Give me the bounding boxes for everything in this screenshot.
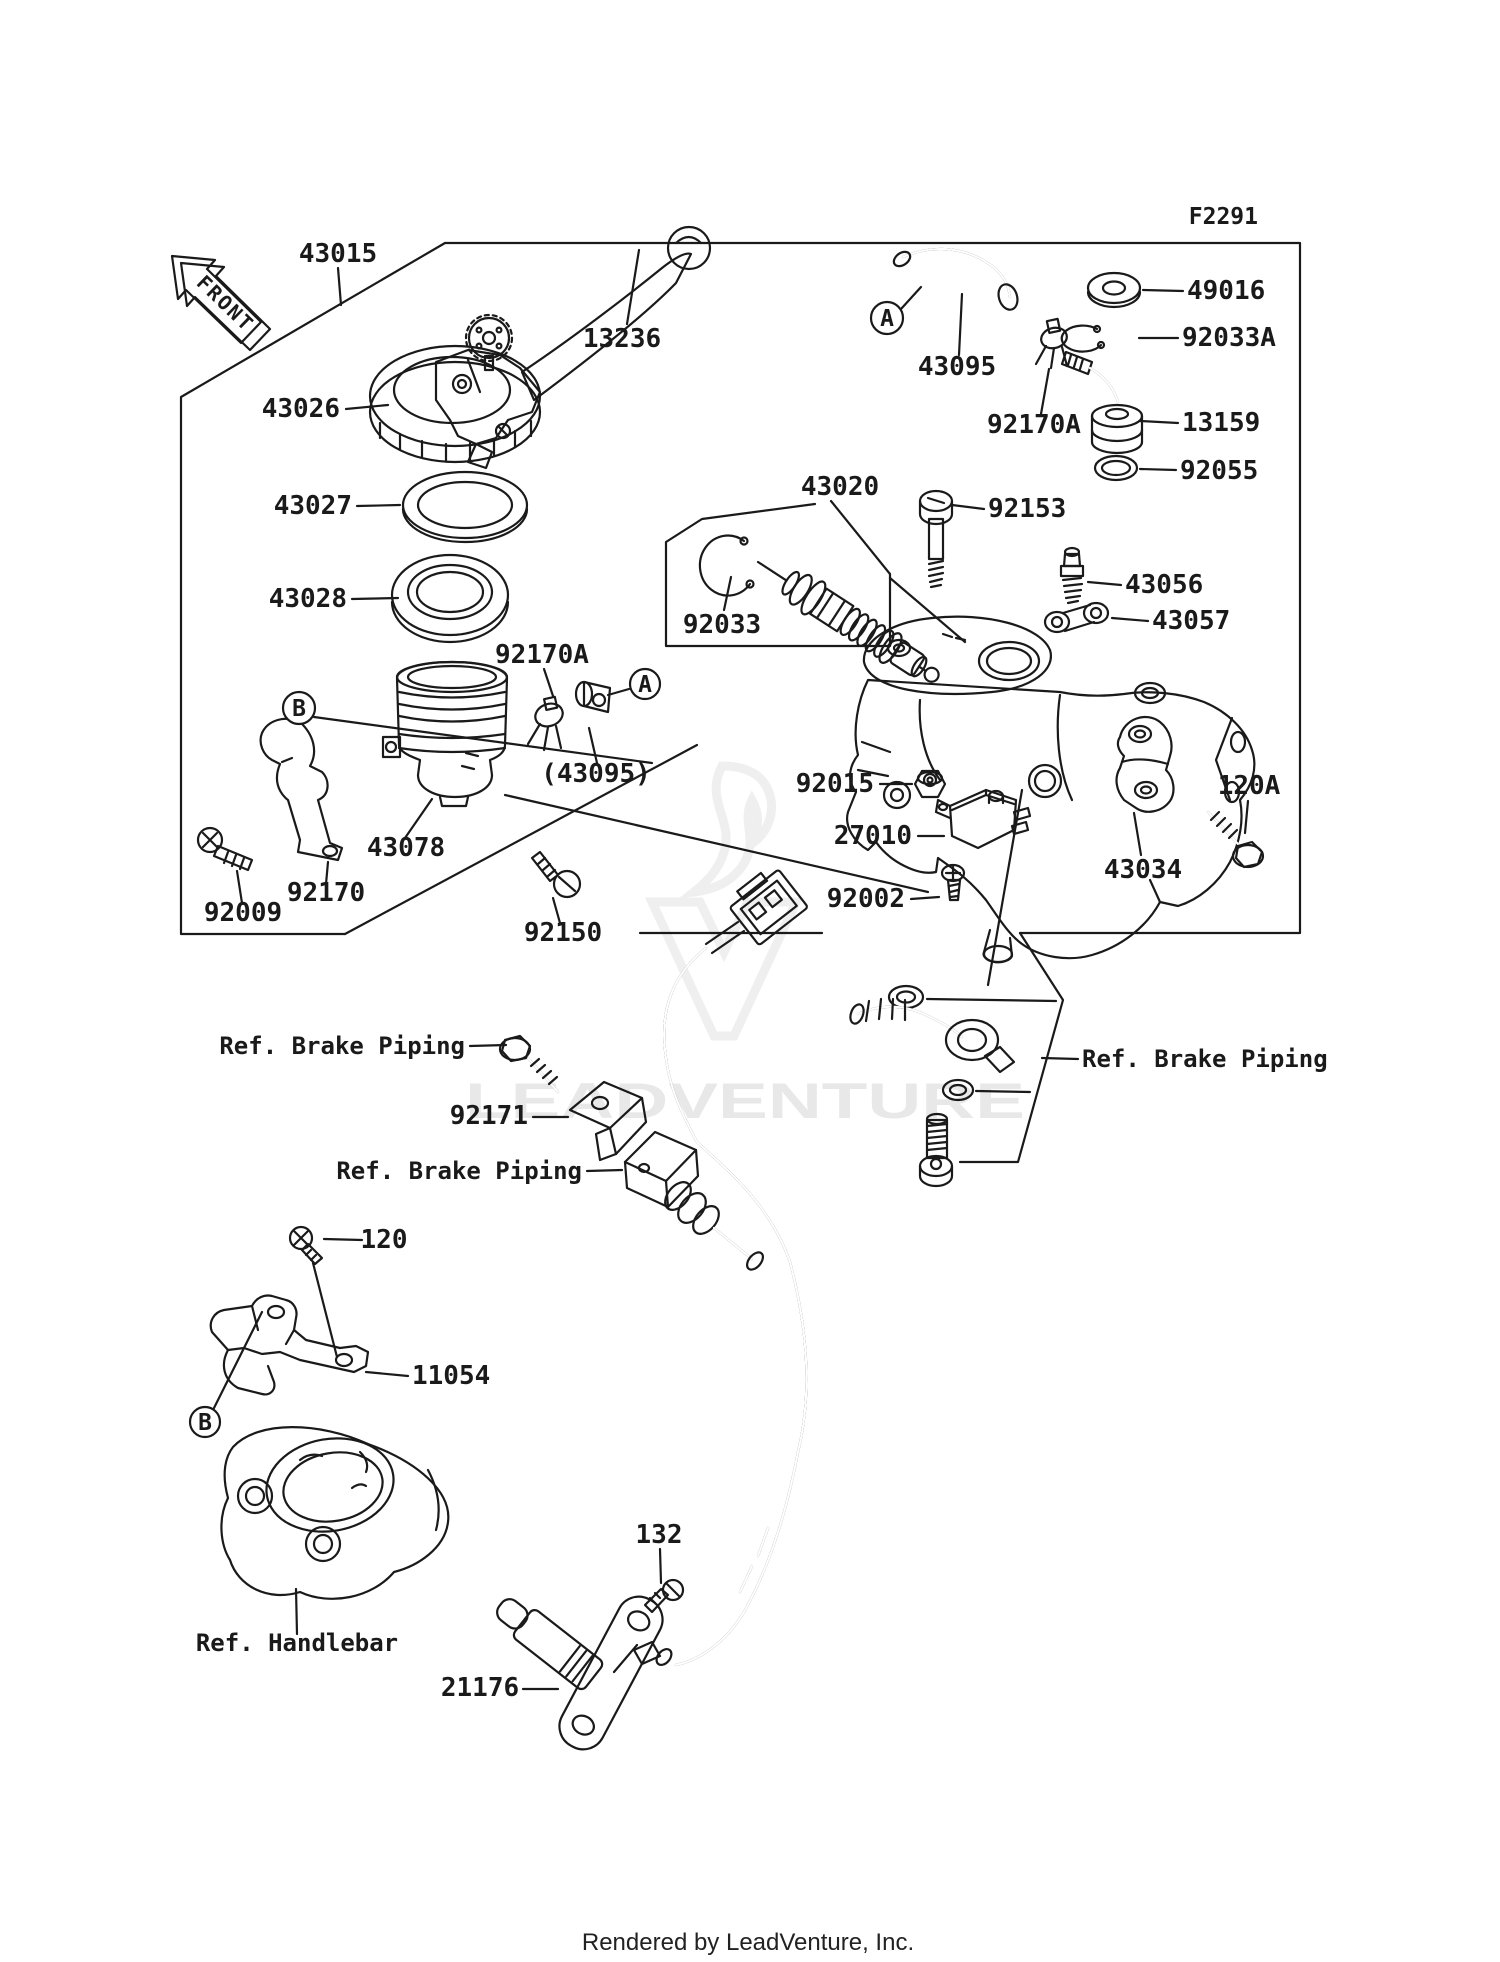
part-11054-bracket (209, 1294, 370, 1396)
label-21176: 21176 (441, 1673, 519, 1703)
label-ref-brake-piping-3: Ref. Brake Piping (1082, 1045, 1328, 1073)
part-43056-bleeder (1059, 546, 1085, 605)
part-120a-bolt (1206, 810, 1265, 869)
part-43095-bushing-lower (574, 680, 612, 714)
label-43027: 43027 (274, 491, 352, 521)
part-13236-lever (434, 225, 712, 470)
svg-text:A: A (880, 306, 894, 332)
label-ref-brake-piping-2: Ref. Brake Piping (336, 1157, 582, 1185)
label-43015: 43015 (299, 239, 377, 269)
front-arrow: FRONT (170, 254, 272, 352)
svg-text:A: A (638, 672, 652, 698)
label-120: 120 (361, 1225, 408, 1255)
label-92171: 92171 (450, 1101, 528, 1131)
callout-b-lower: B (188, 1405, 222, 1439)
label-43020: 43020 (801, 472, 879, 502)
part-43028-diaphragm (390, 553, 510, 644)
part-43078-reservoir (381, 660, 509, 808)
part-13159-joint (1060, 350, 1144, 455)
part-43095-hose (892, 247, 1019, 311)
label-ref-handlebar: Ref. Handlebar (196, 1629, 398, 1657)
part-27010-switch (934, 788, 1032, 850)
part-92055-oring (1093, 454, 1139, 482)
part-92170-bracket (259, 717, 344, 862)
part-43027-plate (401, 470, 529, 544)
part-brake-hose-upper (849, 984, 1016, 1188)
part-21176-sensor (496, 1595, 673, 1751)
footer-credit: Rendered by LeadVenture, Inc. (582, 1929, 914, 1956)
label-49016: 49016 (1187, 276, 1265, 306)
part-43034-clamp (1115, 716, 1175, 813)
label-13236: 13236 (583, 324, 661, 354)
label-92002: 92002 (827, 884, 905, 914)
leader-lines (212, 248, 1250, 1691)
part-connector (704, 869, 808, 955)
label-43028: 43028 (269, 584, 347, 614)
label-ref-brake-piping-1: Ref. Brake Piping (219, 1032, 465, 1060)
labels: F2291 43015 13236 43026 43027 43028 9217… (196, 204, 1328, 1703)
label-92033: 92033 (683, 610, 761, 640)
part-43020-piston-kit (756, 560, 940, 683)
part-master-cylinder-body (846, 615, 1256, 964)
part-sensor-cable (663, 946, 808, 1667)
part-92033-circlip (698, 534, 755, 597)
label-132: 132 (636, 1520, 683, 1550)
label-43095-paren: (43095) (541, 759, 651, 789)
part-hose-guide-grommet (623, 1130, 765, 1271)
label-11054: 11054 (412, 1361, 490, 1391)
label-120a: 120A (1218, 771, 1281, 801)
part-ref-piping-bolt (498, 1034, 560, 1094)
part-92170a-clamp-lower (526, 695, 564, 752)
part-92002-screw (940, 863, 966, 902)
part-43057-link (1043, 601, 1110, 634)
label-92170a-lower: 92170A (495, 640, 589, 670)
part-49016-washer (1086, 271, 1142, 309)
part-132-screw (643, 1578, 685, 1614)
part-handlebar-cover (220, 1426, 450, 1600)
label-92033a: 92033A (1182, 323, 1276, 353)
label-43095: 43095 (918, 352, 996, 382)
part-92015-nut (913, 769, 947, 799)
v-logo-icon (644, 897, 804, 1041)
part-92171-bracket (568, 1080, 648, 1162)
label-43026: 43026 (262, 394, 340, 424)
label-92150: 92150 (524, 918, 602, 948)
callout-b-upper: B (281, 690, 317, 726)
callout-a-upper: A (869, 300, 905, 336)
part-92153-bolt (918, 489, 954, 589)
label-43034: 43034 (1104, 855, 1182, 885)
label-43078: 43078 (367, 833, 445, 863)
label-13159: 13159 (1182, 408, 1260, 438)
label-43057: 43057 (1152, 606, 1230, 636)
callouts: A A B B (188, 300, 905, 1439)
parts-layer: FRONT (170, 225, 1265, 1751)
part-92033a-circlip (1060, 324, 1106, 353)
label-92170: 92170 (287, 878, 365, 908)
label-92015: 92015 (796, 769, 874, 799)
svg-text:B: B (198, 1410, 212, 1436)
callout-a-lower: A (628, 667, 662, 701)
label-figure-code: F2291 (1189, 204, 1258, 230)
flame-icon (678, 761, 776, 899)
label-92055: 92055 (1180, 456, 1258, 486)
label-92170a-upper: 92170A (987, 410, 1081, 440)
label-27010: 27010 (834, 821, 912, 851)
label-92153: 92153 (988, 494, 1066, 524)
label-43056: 43056 (1125, 570, 1203, 600)
part-120-screw (288, 1225, 324, 1266)
assembly-outline-box (179, 241, 1302, 1164)
label-92009: 92009 (204, 898, 282, 928)
svg-text:B: B (292, 696, 306, 722)
part-92150-screw (530, 850, 582, 899)
part-92009-screw (196, 826, 254, 872)
